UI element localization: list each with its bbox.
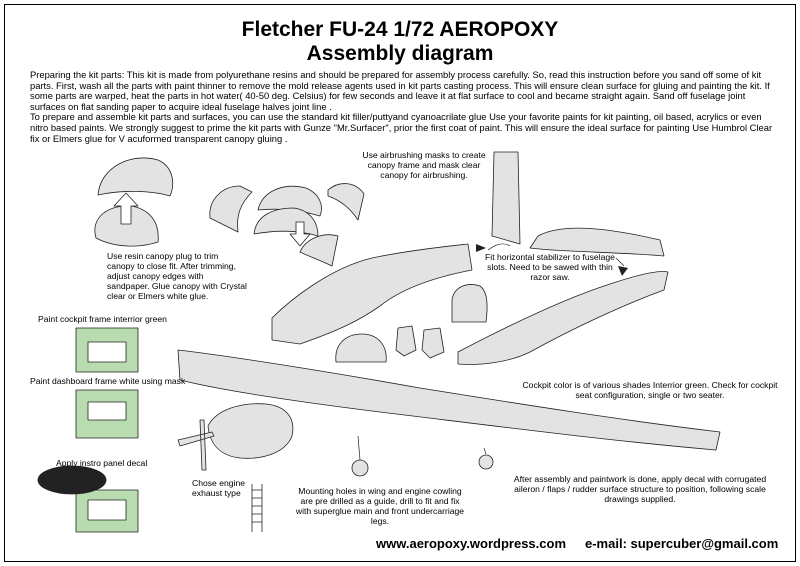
seat-right (421, 327, 445, 359)
canopy-half-right (327, 183, 365, 221)
dashboard-frame-window (87, 401, 127, 421)
propeller (177, 419, 215, 471)
intro-paragraph-2: To prepare and assemble kit parts and su… (30, 111, 773, 144)
note-cockpit-color: Cockpit color is of various shades Inter… (522, 380, 778, 400)
canopy-half-left (209, 185, 253, 233)
main-wheel-right (478, 454, 494, 470)
horizontal-stabilizer (529, 227, 665, 257)
instrument-panel-window (87, 499, 127, 521)
cockpit-frame-part (335, 333, 387, 363)
footer-website[interactable]: www.aeropoxy.wordpress.com (376, 536, 566, 551)
footer-email[interactable]: e-mail: supercuber@gmail.com (585, 536, 779, 551)
canopy-glass (97, 157, 174, 197)
arrow-stabilizer-icon (487, 243, 511, 251)
note-dashboard-frame: Paint dashboard frame white using mask (30, 376, 186, 386)
arrow-fit-down-icon (618, 266, 628, 276)
canopy-plug (94, 205, 159, 247)
ladder (251, 484, 263, 532)
seat-left (395, 325, 417, 357)
note-airbrush-masks: Use airbrushing masks to create canopy f… (362, 150, 486, 180)
arrow-up-icon (113, 192, 139, 225)
cockpit-frame-window (87, 341, 127, 363)
fuselage-half-right (457, 271, 669, 365)
diagram-subtitle: Assembly diagram (306, 42, 494, 65)
page-border (4, 4, 796, 562)
wing (177, 349, 721, 451)
leg-main (357, 435, 361, 461)
main-wheel-left (351, 459, 369, 477)
intro-paragraph-1: Preparing the kit parts: This kit is mad… (30, 69, 770, 112)
arrow-fit-icon (476, 244, 486, 252)
note-cockpit-frame: Paint cockpit frame interrior green (38, 314, 167, 324)
leg-right (483, 447, 487, 455)
intro-text: Preparing the kit parts: This kit is mad… (30, 69, 775, 144)
note-stabilizer: Fit horizontal stabilizer to fuselage sl… (485, 252, 615, 282)
note-resin-plug: Use resin canopy plug to trim canopy to … (107, 251, 247, 301)
diagram-title: Fletcher FU-24 1/72 AEROPOXY (241, 18, 559, 41)
note-instro-decal: Apply instro panel decal (56, 458, 148, 468)
note-decal: After assembly and paintwork is done, ap… (513, 474, 767, 504)
vertical-tail (491, 151, 521, 245)
engine-cowling (207, 403, 294, 459)
fuselage-hump (451, 284, 488, 323)
note-mounting: Mounting holes in wing and engine cowlin… (295, 486, 465, 526)
canopy-piece-bottom (299, 234, 339, 267)
instrument-panel-decal (37, 465, 107, 495)
arrow-down-icon (289, 221, 311, 247)
fuselage-half-left (271, 243, 473, 345)
ladder-rungs (252, 489, 262, 523)
note-exhaust: Chose engine exhaust type (192, 478, 246, 498)
arrow-stabilizer-down-icon (615, 257, 625, 267)
